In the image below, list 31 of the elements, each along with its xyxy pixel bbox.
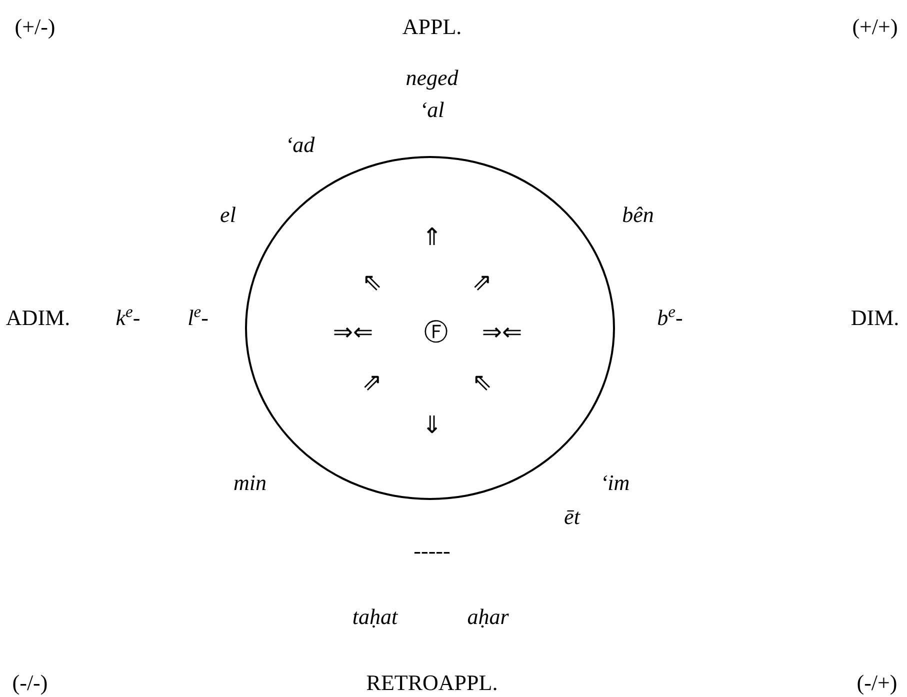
direction-arrow: ⇓: [422, 413, 442, 437]
text-label: b$^{e}$-: [657, 307, 683, 329]
text-label: (-/-): [12, 672, 48, 694]
text-label: ‘im: [600, 472, 630, 494]
text-label: RETROAPPL.: [366, 672, 498, 694]
text-label: ‘ad: [285, 134, 315, 156]
text-label: el: [220, 204, 236, 226]
text-label: APPL.: [402, 16, 462, 38]
text-label: aḥar: [467, 606, 509, 628]
text-label: (-/+): [856, 672, 898, 694]
direction-arrow: ⇖: [362, 270, 382, 294]
text-label: l$^{e}$-: [188, 307, 208, 329]
direction-arrow: ⇑: [422, 225, 442, 249]
direction-arrow: ⇗: [362, 370, 382, 394]
text-label: taḥat: [352, 606, 398, 628]
circled-letter: Ⓕ: [424, 320, 448, 344]
text-label: ‘al: [420, 99, 444, 121]
text-label: ēt: [564, 506, 580, 528]
direction-arrow: ⇖: [472, 370, 492, 394]
text-label: bên: [622, 204, 654, 226]
text-label: k$^{e}$-: [116, 307, 140, 329]
text-label: ADIM.: [6, 307, 70, 329]
text-label: -----: [414, 540, 450, 562]
text-label: (+/+): [852, 16, 898, 38]
text-label: min: [234, 472, 266, 494]
text-label: DIM.: [850, 307, 900, 329]
text-label: neged: [406, 67, 458, 89]
direction-arrow: ⇗: [472, 270, 492, 294]
text-label: (+/-): [14, 16, 56, 38]
direction-arrow: ⇒⇐: [332, 320, 374, 344]
direction-arrow: ⇒⇐: [482, 320, 522, 344]
